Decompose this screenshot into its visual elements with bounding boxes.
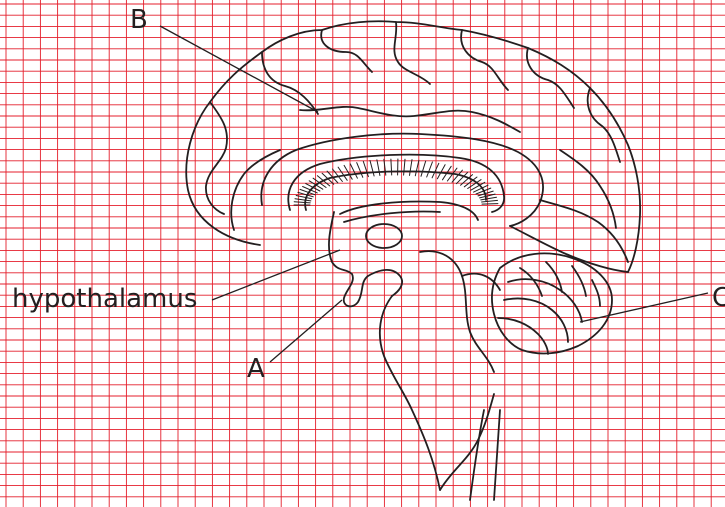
hatch-line — [482, 204, 498, 205]
hatch-line — [357, 163, 363, 178]
hatch-line — [294, 202, 310, 203]
corpus-callosum-hatching — [294, 159, 498, 205]
hatch-line — [481, 197, 497, 200]
hatch-line — [421, 161, 426, 176]
hatch-line — [410, 160, 413, 176]
hatch-line — [427, 162, 433, 177]
hatch-line — [370, 161, 374, 177]
label-hypothalamus: hypothalamus — [12, 286, 197, 312]
hatch-line — [377, 160, 380, 176]
label-c: C — [712, 285, 725, 311]
leader-b — [160, 26, 318, 112]
hatch-line — [317, 176, 329, 186]
brain-outline — [186, 21, 640, 500]
hatch-line — [350, 164, 357, 178]
leader-hypothalamus — [212, 250, 340, 300]
label-a: A — [247, 356, 265, 382]
hatch-line — [404, 159, 405, 175]
label-b: B — [130, 7, 148, 33]
hatch-line — [322, 173, 334, 184]
hatch-line — [295, 199, 311, 201]
hatch-line — [482, 200, 498, 202]
hatch-line — [432, 163, 439, 178]
hatch-line — [391, 159, 392, 175]
